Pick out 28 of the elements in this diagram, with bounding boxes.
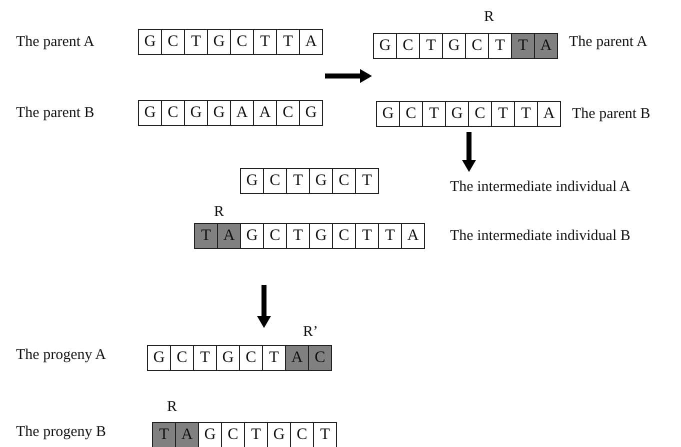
base-cell: A [217, 224, 240, 248]
sequence-label: The parent A [16, 33, 94, 51]
sequence-label: R [167, 398, 178, 416]
sequence-label: R’ [303, 323, 318, 341]
base-cell: T [195, 224, 217, 248]
stage-label: The intermediate individual A [450, 178, 630, 196]
base-cell: A [534, 34, 557, 58]
sequence-strip [152, 422, 337, 447]
base-cell: T [153, 423, 175, 447]
sequence-strip [373, 33, 558, 59]
sequence-label: R [214, 203, 224, 221]
sequence-label: The parent B [572, 105, 650, 123]
sequence-label: The progeny B [16, 423, 106, 441]
sequence-strip [240, 168, 379, 194]
sequence-strip [138, 100, 323, 126]
base-cell: T [511, 34, 534, 58]
base-cell: C [308, 346, 331, 370]
sequence-strip [376, 101, 561, 127]
sequence-label: The intermediate individual B [450, 227, 630, 245]
sequence-label: The parent A [569, 33, 648, 51]
sequence-strip [194, 223, 425, 249]
sequence-strip [138, 29, 323, 55]
base-cell: A [285, 346, 308, 370]
sequence-strip [147, 345, 332, 371]
base-cell: A [175, 423, 198, 447]
sequence-label: The progeny A [16, 346, 106, 364]
sequence-label: R [484, 8, 494, 26]
sequence-label: The parent B [16, 104, 94, 122]
